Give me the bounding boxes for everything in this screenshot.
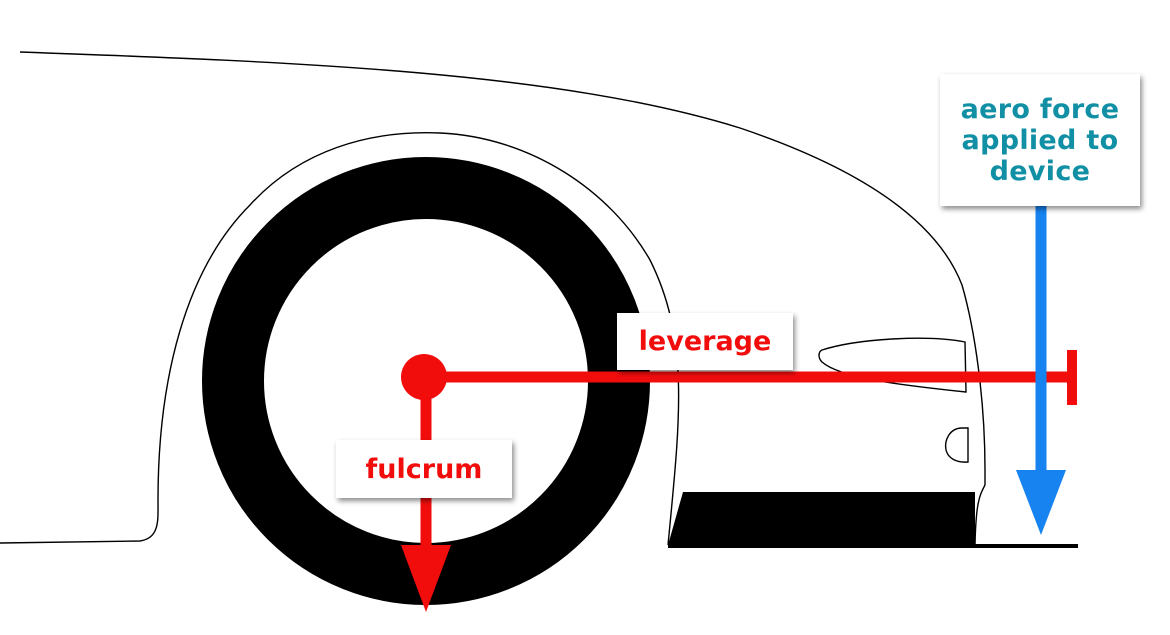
bumper-outline [974,484,986,546]
car-roof-outline [19,51,986,485]
fulcrum-label-text: fulcrum [365,453,483,485]
aero-force-arrow-head [1016,470,1066,535]
aero-force-label-line-1: aero force [960,93,1120,125]
leverage-label-text: leverage [638,326,772,357]
fulcrum-label: fulcrum [336,440,512,498]
fulcrum-arrow-head [401,545,451,612]
leverage-label: leverage [617,313,793,370]
intake-slot [818,337,967,393]
front-splitter [668,492,975,545]
fog-light [944,427,969,463]
aero-force-label-line-2: applied to [961,124,1119,156]
aero-force-label: aero force applied to device [940,74,1140,206]
aero-force-label-line-3: device [989,155,1091,187]
fulcrum-pivot-dot [401,354,447,400]
